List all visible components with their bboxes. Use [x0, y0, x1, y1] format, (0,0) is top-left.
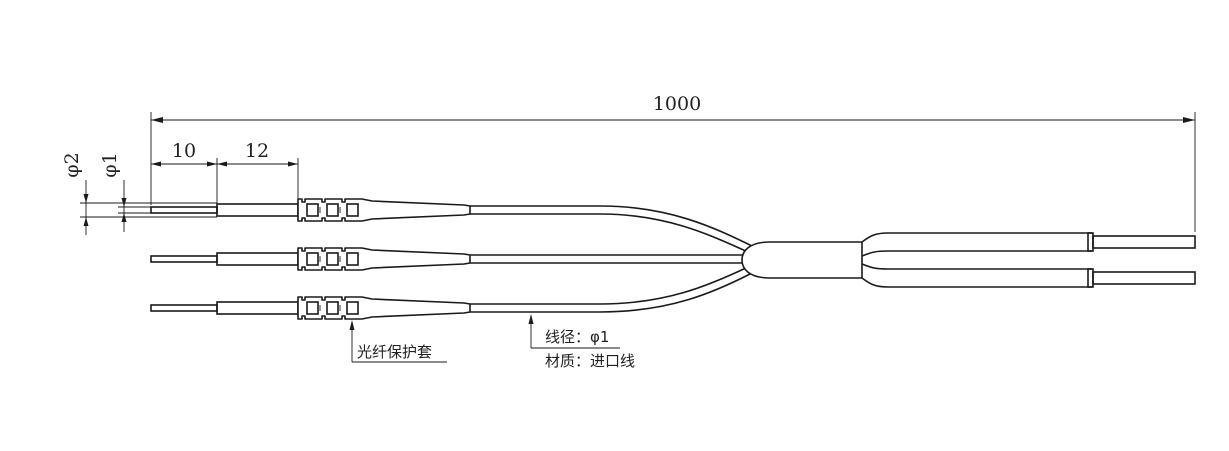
fan-out-cables	[470, 205, 753, 313]
diameter-dimensions: φ2 φ1	[61, 152, 217, 235]
fiber-leg-bottom	[150, 296, 471, 320]
splitter-body	[741, 241, 863, 279]
protective-sleeve-callout: 光纤保护套	[349, 320, 447, 363]
output-branches	[861, 232, 1196, 288]
ferrule-length-label: 10	[172, 140, 196, 162]
total-length-dimension: 1000	[150, 93, 1196, 232]
fiber-leg-top	[150, 198, 471, 222]
wire-spec-callout: 线径：φ1 材质：进口线	[528, 314, 635, 370]
segment-dimensions: 10 12	[151, 140, 299, 205]
outer-diameter-label: φ2	[61, 152, 83, 177]
sleeve-length-label: 12	[245, 140, 269, 162]
protective-sleeve-label: 光纤保护套	[357, 343, 432, 361]
wire-diameter-label: 线径：φ1	[545, 328, 609, 346]
inner-diameter-label: φ1	[99, 152, 121, 177]
material-label: 材质：进口线	[545, 352, 635, 370]
fiber-leg-middle	[150, 247, 471, 271]
total-length-label: 1000	[653, 93, 701, 115]
